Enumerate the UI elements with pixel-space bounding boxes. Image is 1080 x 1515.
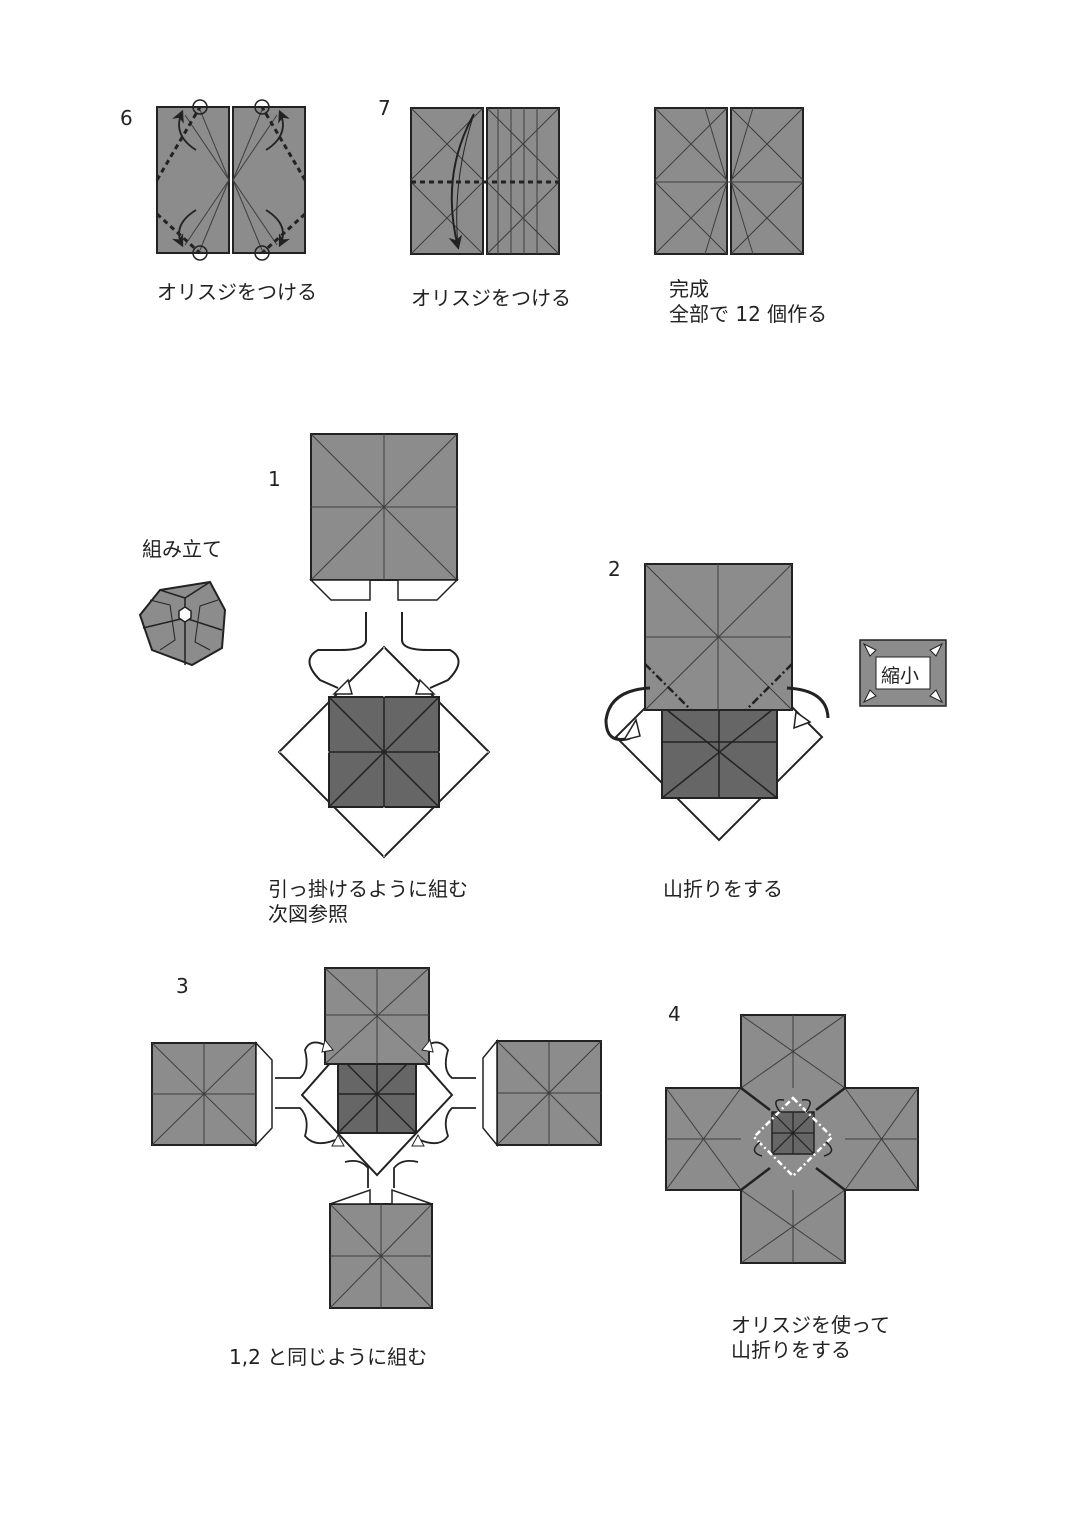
assembly-step3-number: 3 — [176, 974, 189, 998]
assembly-step4-number: 4 — [668, 1002, 681, 1026]
assembly-step1-number: 1 — [268, 467, 281, 491]
step7-diagram — [410, 107, 560, 255]
assembly-step4-caption-line2: 山折りをする — [731, 1338, 851, 1362]
step6-caption: オリスジをつける — [157, 280, 317, 304]
assembly-step3-diagram — [151, 967, 602, 1309]
assembled-ball-icon — [138, 580, 227, 667]
shrink-label: 縮小 — [881, 665, 920, 687]
step7-caption: オリスジをつける — [411, 286, 571, 310]
assembly-step4-caption-line1: オリスジを使って — [731, 1313, 890, 1337]
shrink-symbol — [859, 639, 947, 707]
assembly-step1-diagram — [277, 433, 491, 859]
assembly-step1-caption-line2: 次図参照 — [268, 902, 348, 926]
finished-unit-diagram — [654, 107, 804, 255]
assembly-step2-diagram — [604, 563, 830, 842]
assembly-step2-caption: 山折りをする — [663, 877, 783, 901]
assembly-step1-caption-line1: 引っ掛けるように組む — [268, 877, 468, 901]
step6-number: 6 — [120, 106, 133, 130]
assembly-title: 組み立て — [142, 537, 222, 561]
step7-number: 7 — [378, 96, 391, 120]
finished-caption-line1: 完成 — [669, 277, 709, 301]
assembly-step4-diagram — [665, 1014, 919, 1264]
step6-diagram — [155, 99, 307, 261]
assembly-step2-number: 2 — [608, 557, 621, 581]
finished-caption-line2: 全部で 12 個作る — [669, 302, 828, 326]
assembly-step3-caption: 1,2 と同じように組む — [229, 1345, 428, 1369]
